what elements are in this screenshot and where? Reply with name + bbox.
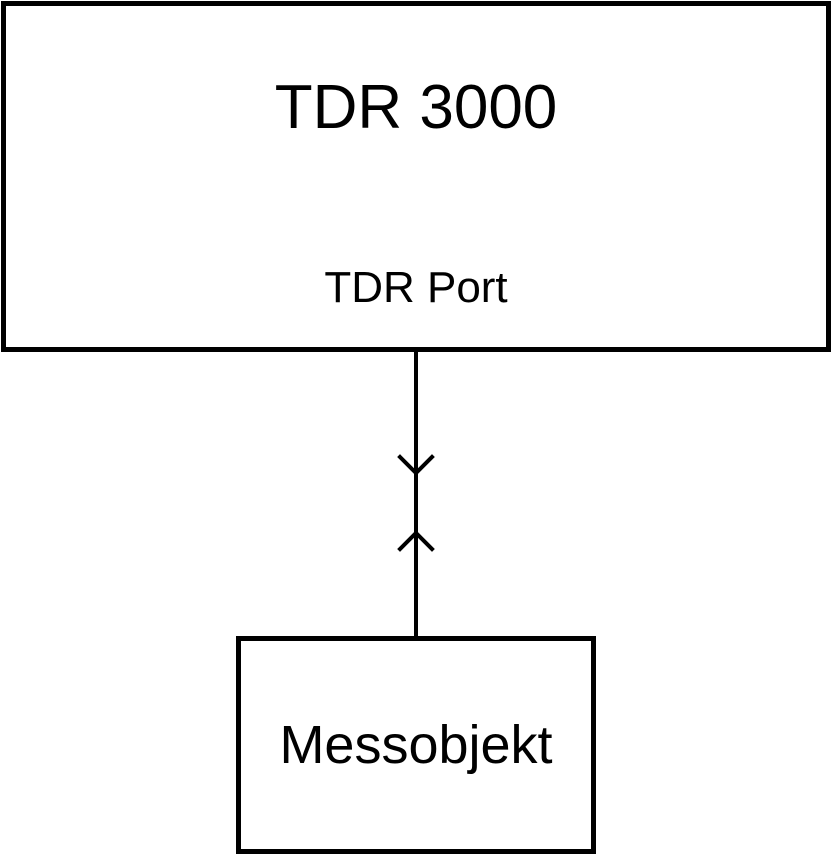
measured-object-title: Messobjekt [279, 715, 553, 775]
device-port-label: TDR Port [324, 263, 508, 312]
arrowhead-up-icon [397, 530, 435, 552]
measured-object-box: Messobjekt [236, 636, 596, 854]
tdr-device-box: TDR 3000 TDR Port [1, 1, 831, 352]
arrowhead-down-icon [397, 454, 435, 476]
device-title: TDR 3000 [274, 73, 558, 142]
